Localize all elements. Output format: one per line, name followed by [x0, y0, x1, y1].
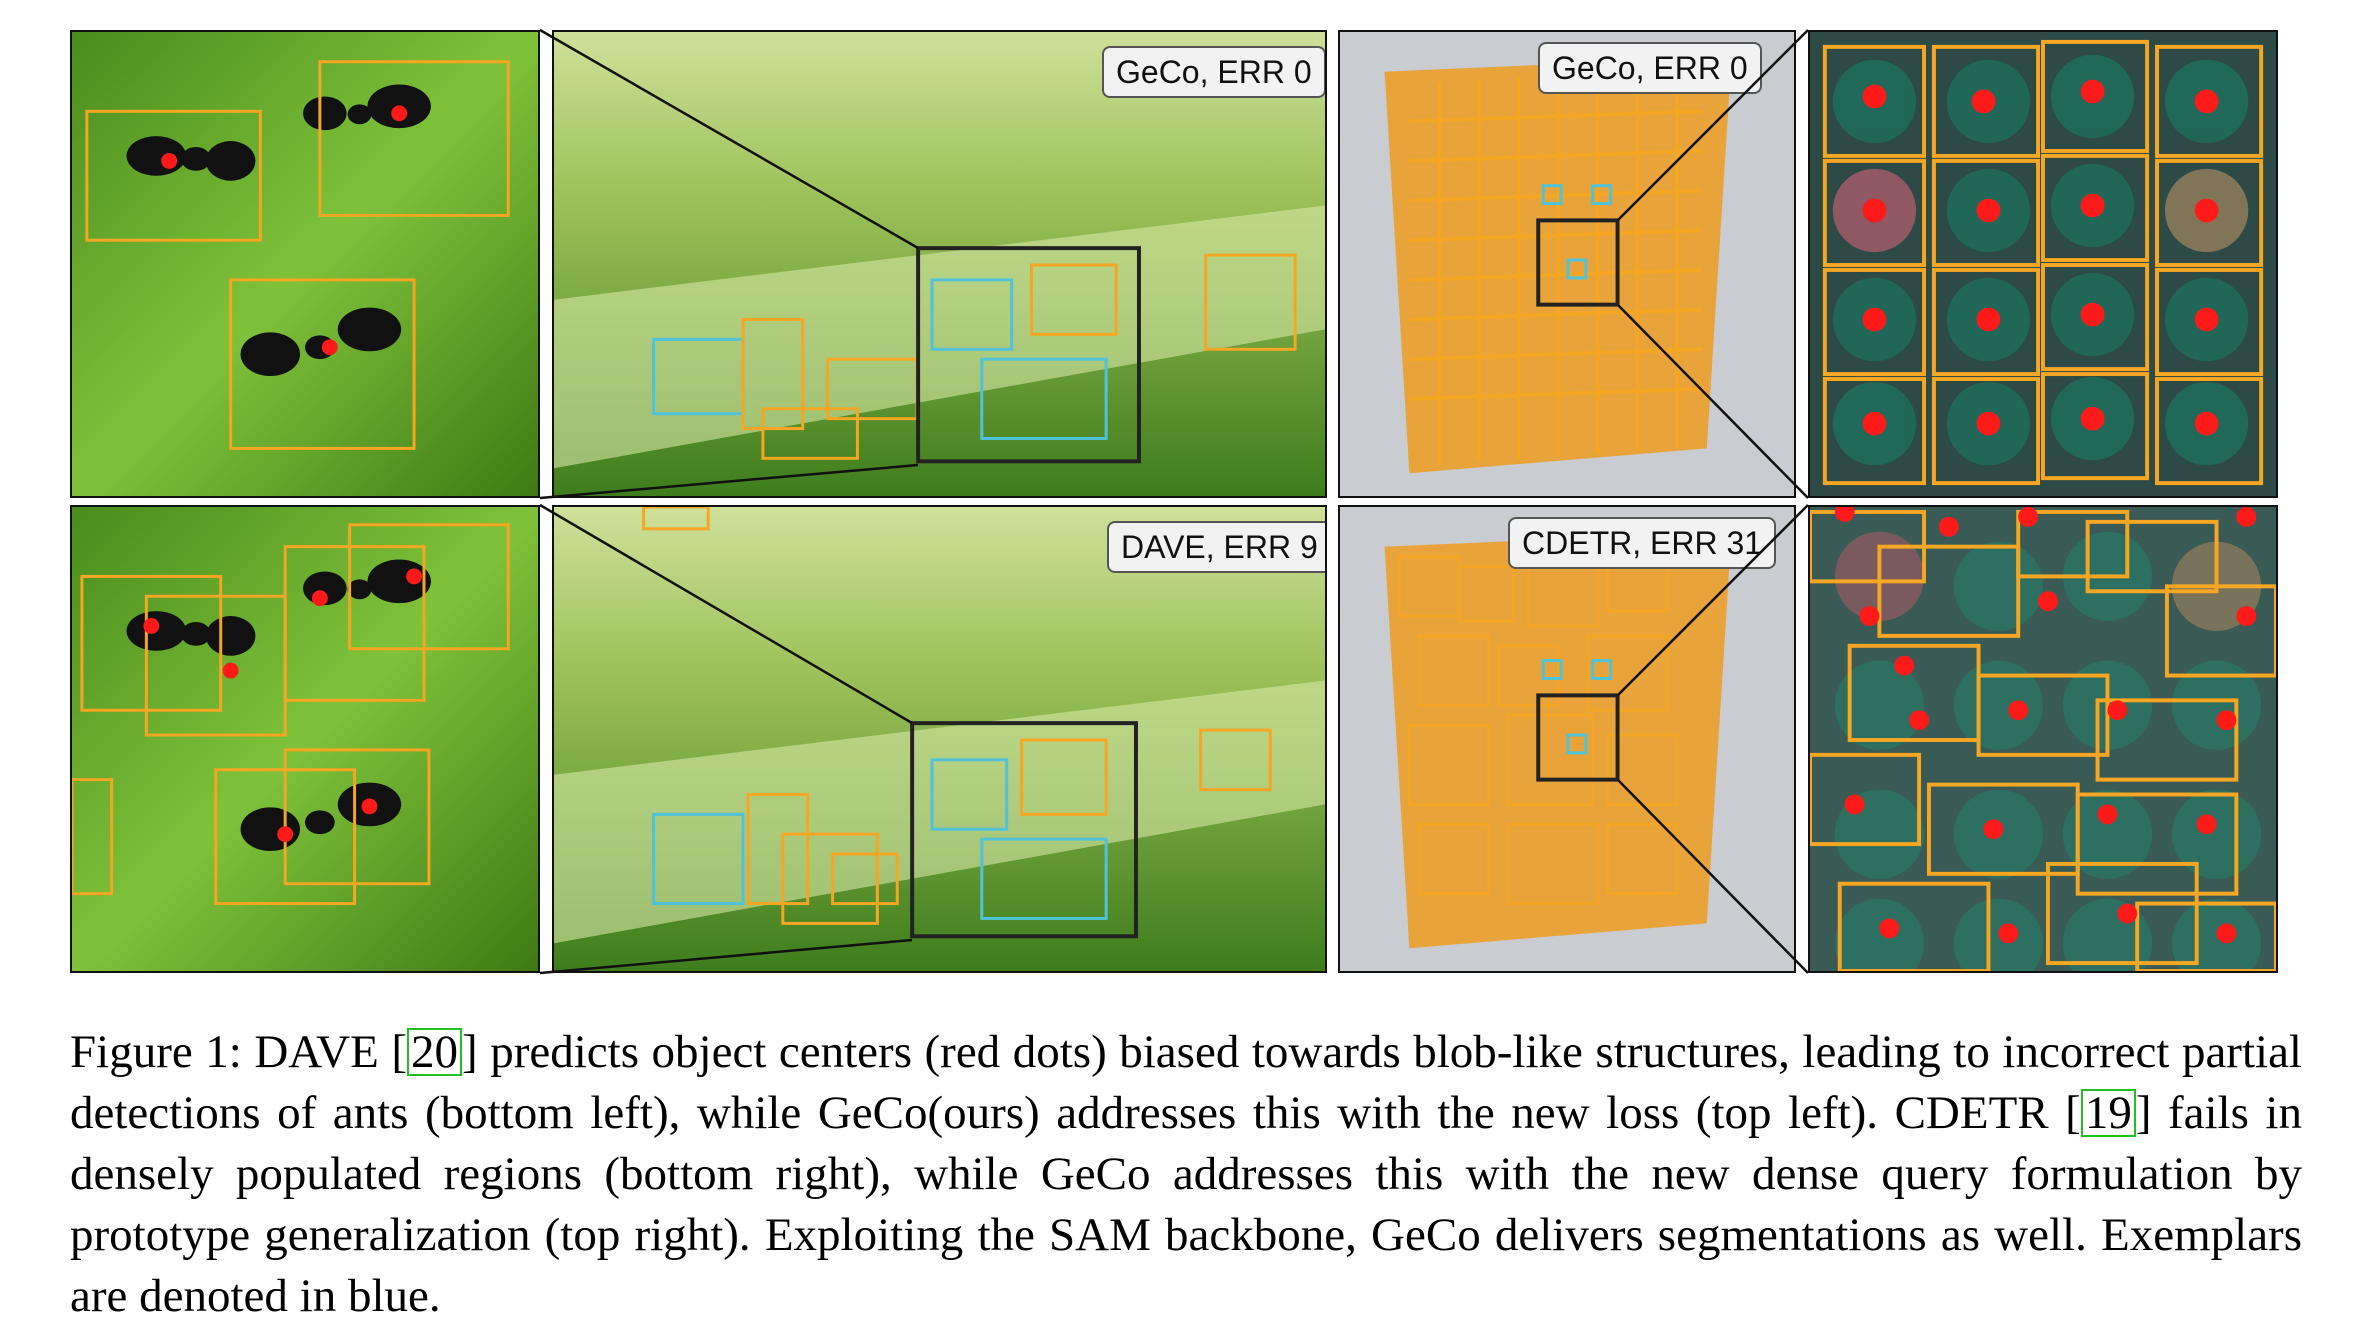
panel-grid-full-cdetr: CDETR, ERR 31	[1338, 505, 1796, 973]
figure: GeCo, ERR 0 GeCo, ERR 0	[70, 28, 2278, 975]
panel-ants-full-dave: DAVE, ERR 9	[552, 505, 1327, 973]
panel-ants-zoom-geco	[70, 30, 540, 498]
panel-grid-full-geco: GeCo, ERR 0	[1338, 30, 1796, 498]
method-error-label: DAVE, ERR 9	[1107, 521, 1325, 573]
method-error-label: GeCo, ERR 0	[1102, 46, 1325, 98]
method-error-label: GeCo, ERR 0	[1538, 42, 1762, 94]
citation-link[interactable]: 20	[407, 1028, 463, 1076]
panel-ants-full-geco: GeCo, ERR 0	[552, 30, 1327, 498]
method-error-label: CDETR, ERR 31	[1508, 517, 1777, 569]
panel-grid-zoom-cdetr	[1808, 505, 2278, 973]
panel-ants-zoom-dave	[70, 505, 540, 973]
panel-grid-zoom-geco	[1808, 30, 2278, 498]
figure-caption: Figure 1: DAVE [20] predicts object cent…	[70, 1022, 2302, 1327]
caption-text: ] predicts object centers (red dots) bia…	[70, 1026, 2302, 1139]
caption-prefix: Figure 1: DAVE [	[70, 1026, 408, 1078]
citation-link[interactable]: 19	[2080, 1089, 2136, 1137]
caption-text: ] fails in densely populated regions (bo…	[70, 1087, 2302, 1322]
